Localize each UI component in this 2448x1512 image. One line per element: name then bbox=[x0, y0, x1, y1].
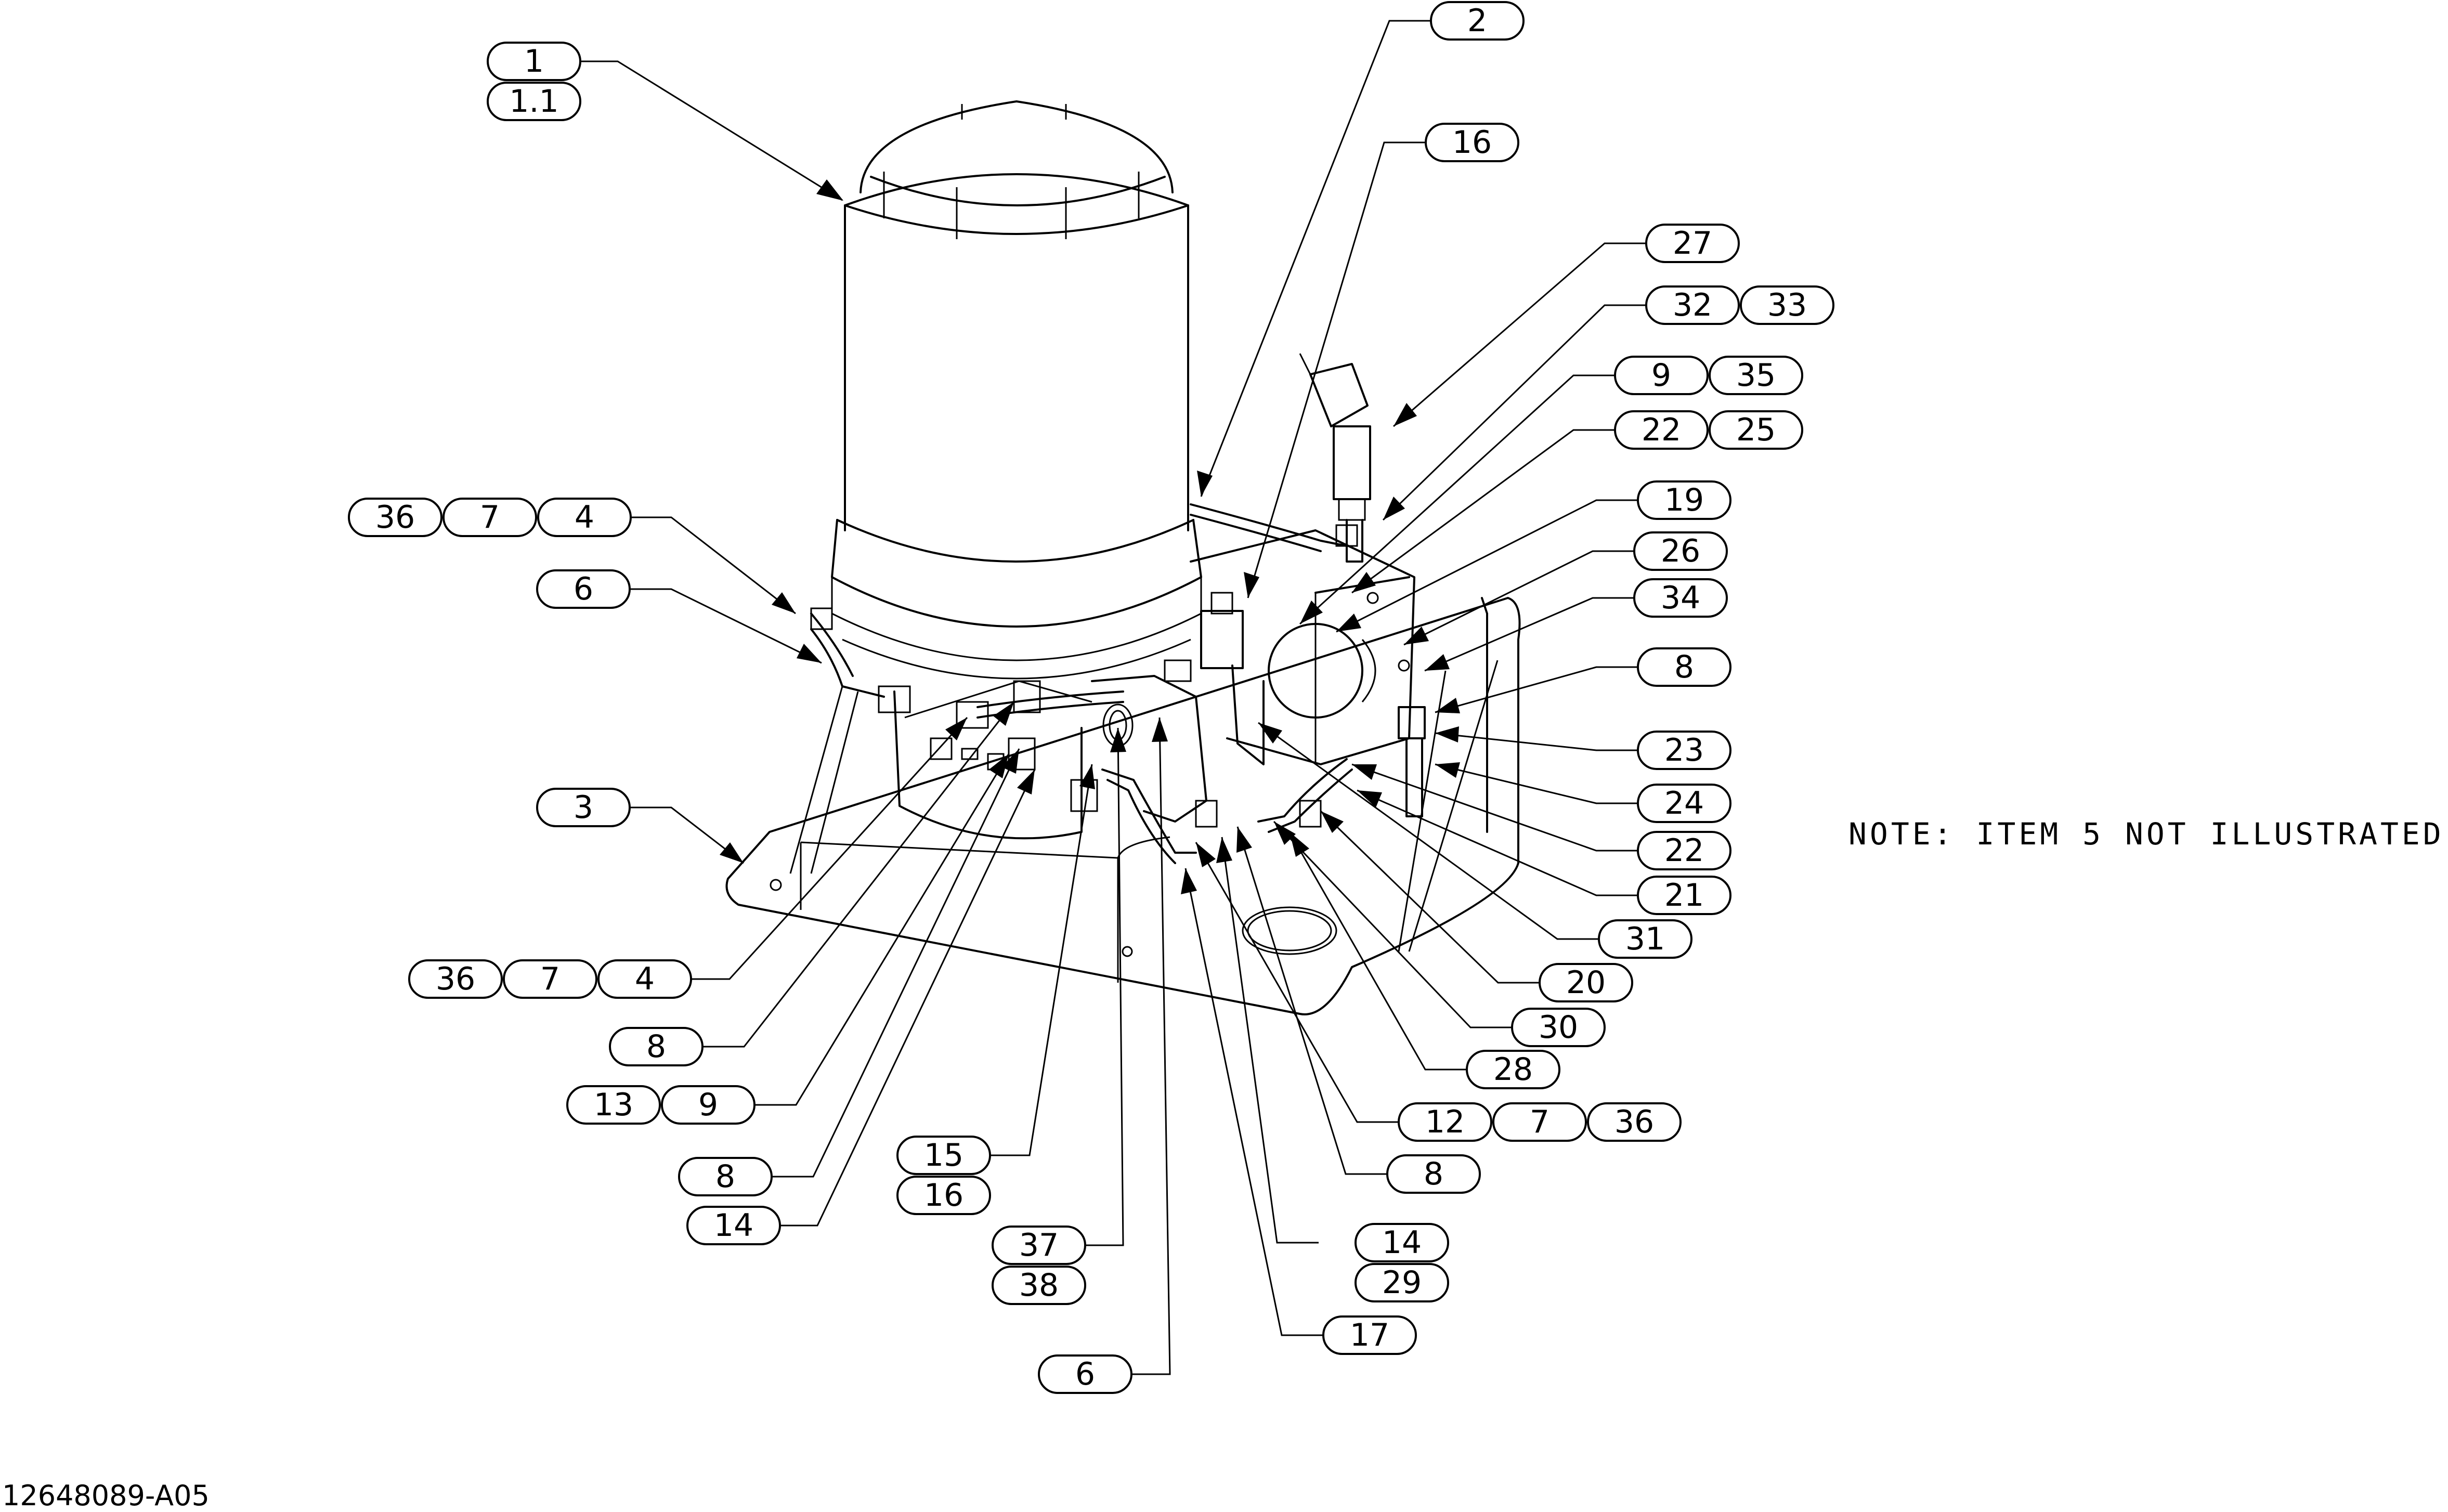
svg-text:38: 38 bbox=[1019, 1267, 1059, 1304]
svg-text:14: 14 bbox=[714, 1207, 753, 1244]
svg-text:4: 4 bbox=[575, 499, 594, 536]
svg-text:1.1: 1.1 bbox=[509, 83, 558, 120]
callout-28: 28 bbox=[1466, 1050, 1560, 1089]
base-plate bbox=[725, 597, 1521, 1015]
callout-15-16: 15 16 bbox=[896, 1136, 991, 1215]
callout-16-top: 16 bbox=[1425, 123, 1519, 162]
callout-14-left: 14 bbox=[686, 1206, 781, 1245]
pump-assembly-drawing bbox=[725, 100, 1521, 1015]
svg-text:34: 34 bbox=[1661, 580, 1700, 616]
callout-32-33: 32 33 bbox=[1645, 285, 1834, 325]
callout-36-7-4-lower: 36 7 4 bbox=[408, 959, 692, 999]
callout-17: 17 bbox=[1322, 1315, 1417, 1355]
callout-8-left-lower: 8 bbox=[678, 1157, 773, 1196]
callout-13-9: 13 9 bbox=[566, 1085, 756, 1125]
svg-text:6: 6 bbox=[574, 571, 593, 607]
svg-text:9: 9 bbox=[1651, 357, 1671, 394]
svg-text:28: 28 bbox=[1493, 1051, 1533, 1088]
svg-text:36: 36 bbox=[375, 499, 415, 536]
note-text: NOTE: ITEM 5 NOT ILLUSTRATED bbox=[1848, 816, 2444, 852]
svg-text:8: 8 bbox=[646, 1028, 666, 1065]
callout-21: 21 bbox=[1637, 876, 1731, 915]
reservoir-tank bbox=[831, 100, 1202, 680]
svg-text:36: 36 bbox=[1614, 1104, 1654, 1140]
callout-22-lower: 22 bbox=[1637, 831, 1731, 870]
svg-text:22: 22 bbox=[1642, 412, 1681, 448]
svg-text:33: 33 bbox=[1767, 287, 1807, 323]
svg-text:23: 23 bbox=[1664, 732, 1704, 768]
callout-27: 27 bbox=[1645, 224, 1740, 263]
svg-text:21: 21 bbox=[1664, 877, 1704, 914]
callout-24: 24 bbox=[1637, 784, 1731, 823]
callout-balloons: 1 1.1 2 16 27 32 33 9 35 22 25 19 26 bbox=[348, 1, 1834, 1394]
svg-text:36: 36 bbox=[436, 961, 475, 997]
svg-text:4: 4 bbox=[635, 961, 655, 997]
svg-text:16: 16 bbox=[924, 1177, 963, 1214]
callout-3: 3 bbox=[536, 788, 631, 827]
svg-text:7: 7 bbox=[1530, 1104, 1549, 1140]
callout-12-7-36: 12 7 36 bbox=[1398, 1102, 1682, 1142]
callout-34: 34 bbox=[1633, 578, 1728, 618]
callout-36-7-4-upper: 36 7 4 bbox=[348, 498, 632, 537]
callout-23: 23 bbox=[1637, 731, 1731, 770]
svg-text:25: 25 bbox=[1736, 412, 1776, 448]
svg-text:12: 12 bbox=[1425, 1104, 1465, 1140]
svg-text:29: 29 bbox=[1382, 1265, 1422, 1301]
svg-text:35: 35 bbox=[1736, 357, 1776, 394]
svg-text:37: 37 bbox=[1019, 1227, 1059, 1263]
svg-text:3: 3 bbox=[574, 789, 593, 826]
svg-text:31: 31 bbox=[1625, 921, 1665, 957]
callout-2: 2 bbox=[1430, 1, 1525, 41]
svg-text:8: 8 bbox=[715, 1158, 735, 1195]
svg-text:22: 22 bbox=[1664, 832, 1704, 869]
svg-text:6: 6 bbox=[1075, 1356, 1095, 1392]
valve-manifold bbox=[1190, 353, 1426, 817]
svg-text:15: 15 bbox=[924, 1137, 963, 1174]
leader-lines bbox=[581, 20, 1646, 1375]
callout-20: 20 bbox=[1539, 963, 1633, 1002]
callout-6-left: 6 bbox=[536, 569, 631, 609]
callout-37-38: 37 38 bbox=[992, 1226, 1086, 1305]
callout-8-left-upper: 8 bbox=[609, 1027, 704, 1066]
callout-22-25: 22 25 bbox=[1614, 410, 1803, 450]
svg-text:7: 7 bbox=[480, 499, 500, 536]
svg-text:7: 7 bbox=[540, 961, 560, 997]
callout-31: 31 bbox=[1598, 919, 1692, 959]
svg-text:30: 30 bbox=[1539, 1009, 1578, 1046]
callout-14-29: 14 29 bbox=[1355, 1223, 1449, 1302]
svg-text:14: 14 bbox=[1382, 1224, 1422, 1261]
svg-text:9: 9 bbox=[698, 1087, 718, 1123]
svg-text:27: 27 bbox=[1673, 225, 1712, 262]
svg-text:19: 19 bbox=[1664, 482, 1704, 518]
svg-text:2: 2 bbox=[1467, 3, 1487, 39]
svg-text:8: 8 bbox=[1424, 1156, 1443, 1192]
svg-text:24: 24 bbox=[1664, 785, 1704, 822]
svg-text:16: 16 bbox=[1452, 124, 1492, 161]
svg-text:20: 20 bbox=[1566, 964, 1606, 1001]
svg-text:8: 8 bbox=[1674, 649, 1694, 685]
svg-text:17: 17 bbox=[1350, 1317, 1389, 1353]
svg-text:13: 13 bbox=[594, 1087, 633, 1123]
callout-19: 19 bbox=[1637, 480, 1731, 520]
callout-1: 1 1.1 bbox=[487, 42, 581, 121]
document-id: 12648089-A05 bbox=[2, 1479, 210, 1512]
callout-30: 30 bbox=[1511, 1008, 1606, 1047]
svg-text:1: 1 bbox=[524, 43, 544, 80]
svg-text:32: 32 bbox=[1673, 287, 1712, 323]
callout-26: 26 bbox=[1633, 531, 1728, 571]
callout-6-bottom: 6 bbox=[1038, 1354, 1132, 1394]
callout-9-35: 9 35 bbox=[1614, 356, 1803, 395]
callout-8-bottom: 8 bbox=[1386, 1154, 1481, 1194]
svg-text:26: 26 bbox=[1661, 533, 1700, 569]
callout-8-right: 8 bbox=[1637, 647, 1731, 687]
